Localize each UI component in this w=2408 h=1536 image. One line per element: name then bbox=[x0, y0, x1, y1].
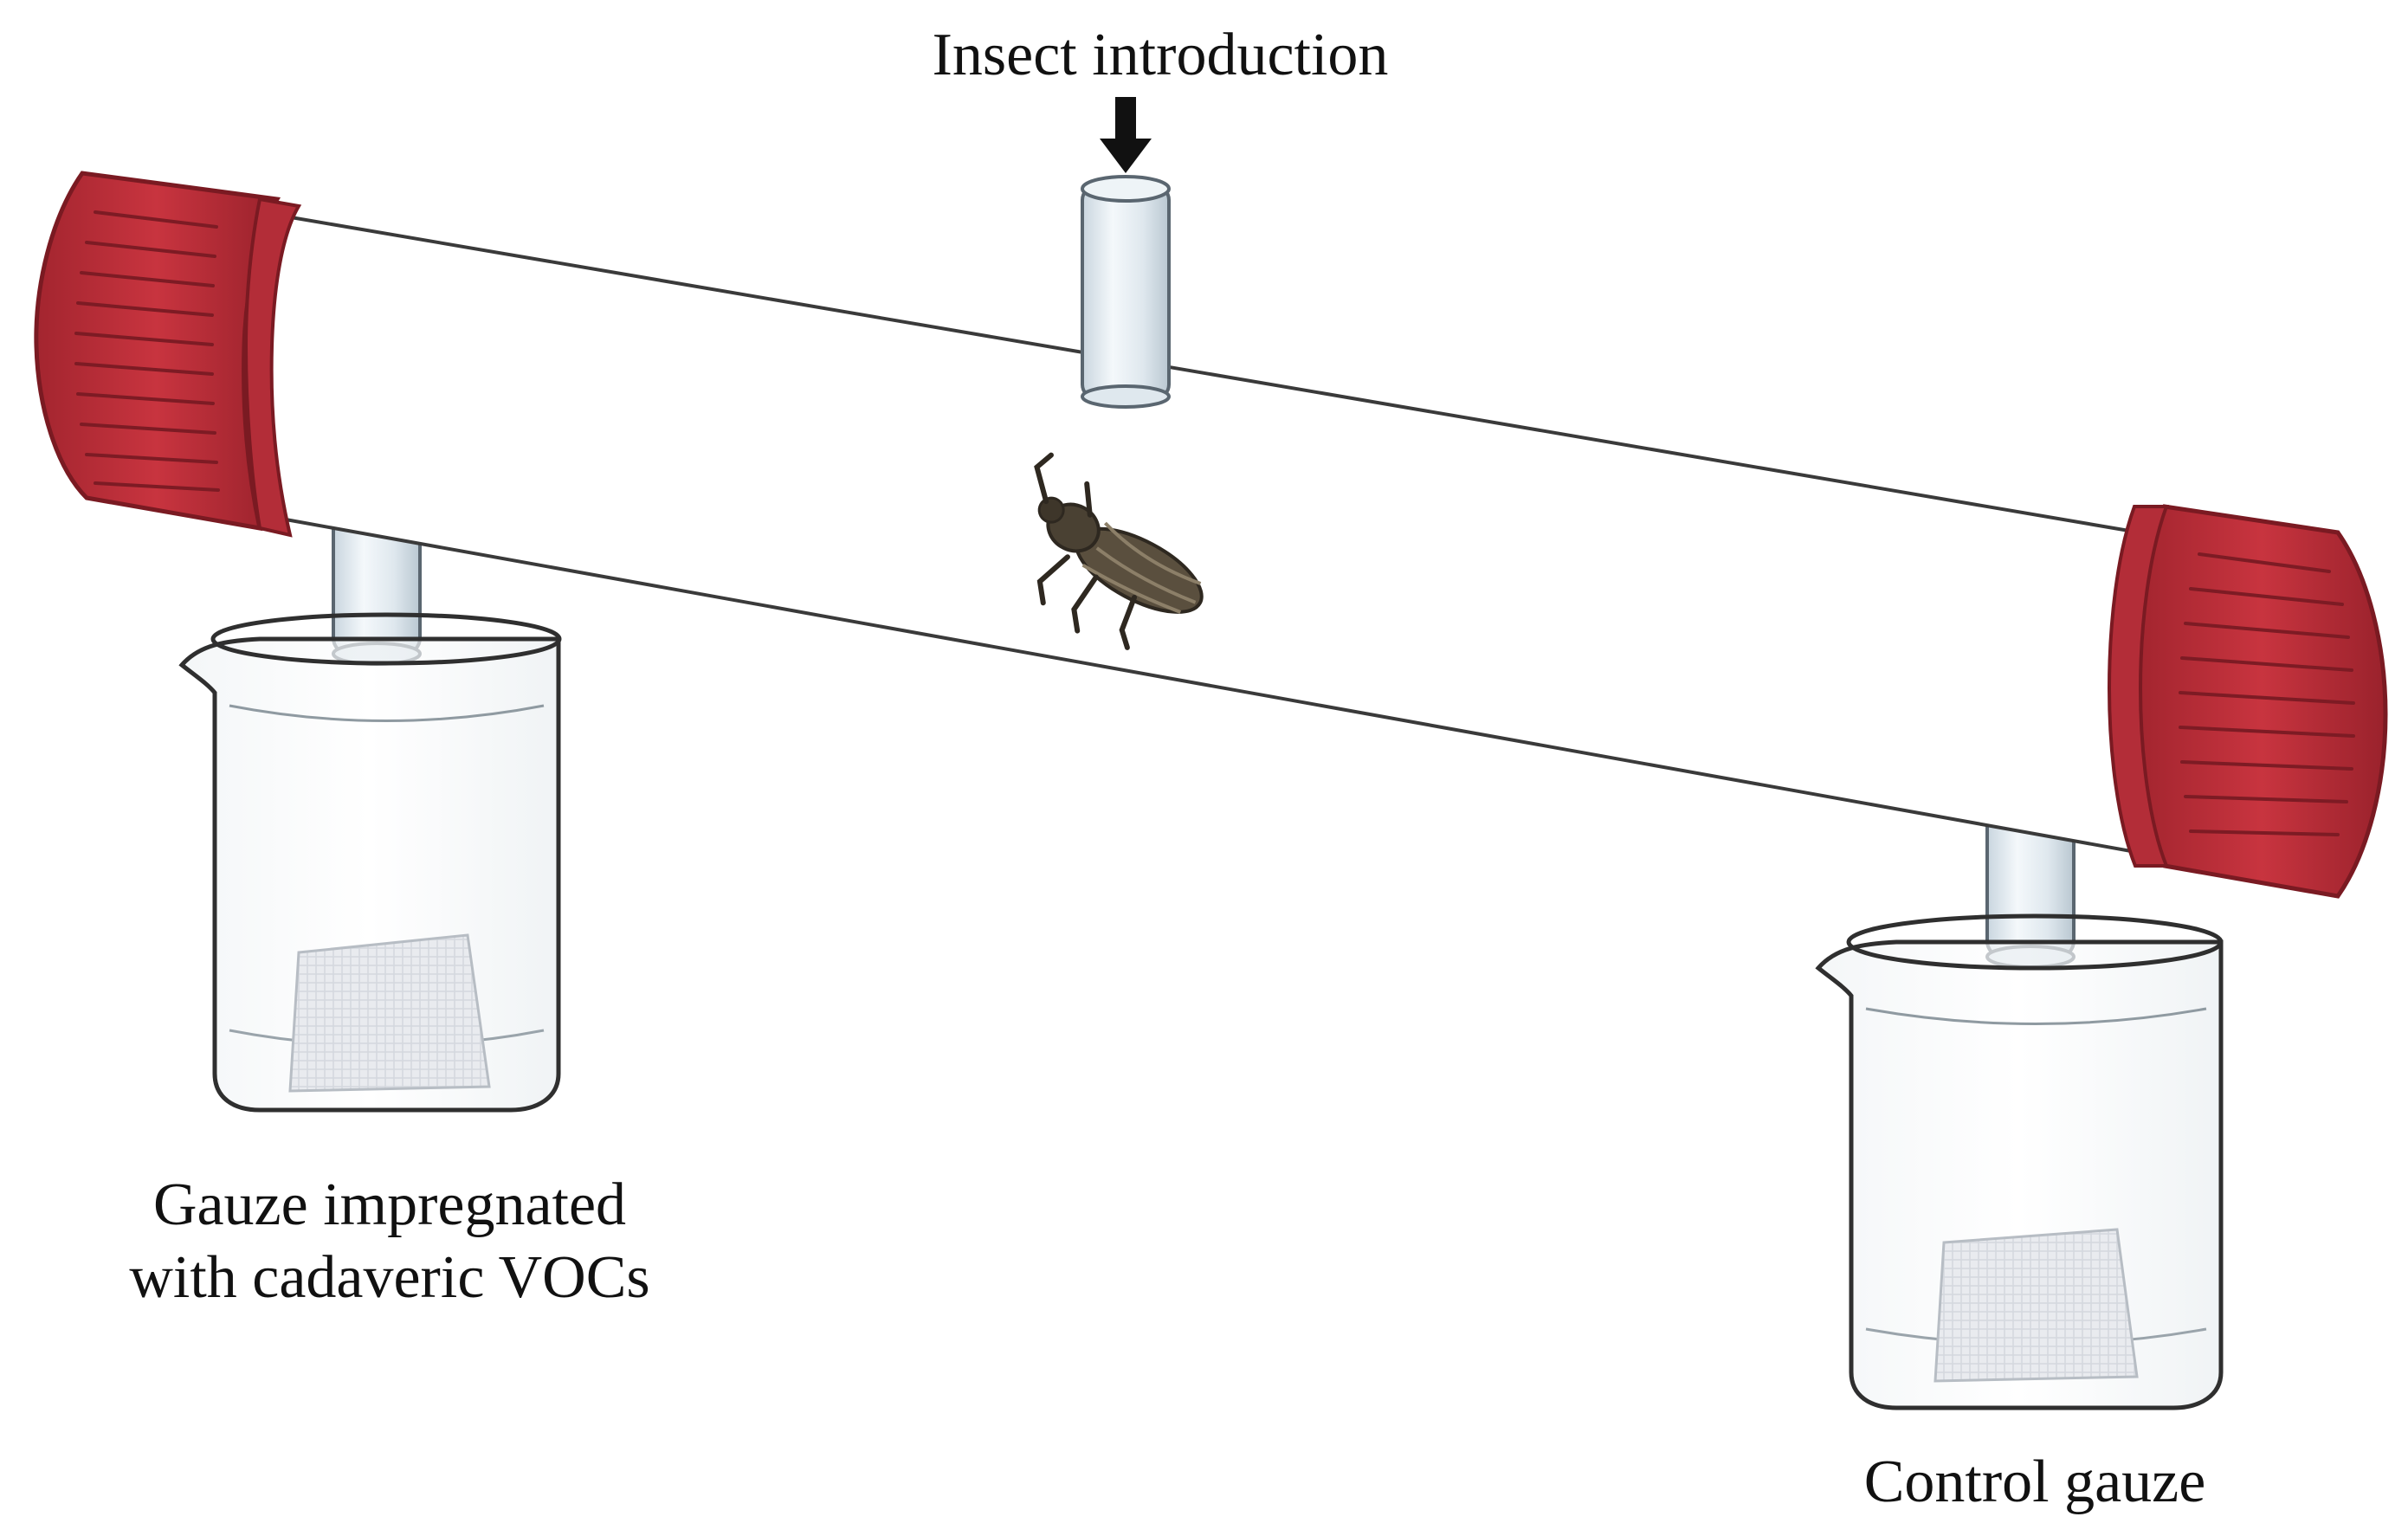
treated-gauze-label: Gauze impregnated with cadaveric VOCs bbox=[87, 1169, 693, 1314]
right-red-cap bbox=[2107, 504, 2388, 899]
control-gauze-text: Control gauze bbox=[1863, 1449, 2206, 1515]
control-gauze-label: Control gauze bbox=[1775, 1446, 2295, 1519]
insect-port bbox=[1081, 175, 1171, 409]
down-arrow-icon bbox=[1100, 97, 1152, 173]
insect-introduction-label: Insect introduction bbox=[857, 19, 1463, 92]
treated-gauze-line2: with cadaveric VOCs bbox=[129, 1244, 650, 1311]
beetle-icon bbox=[1034, 452, 1204, 650]
left-red-cap bbox=[34, 171, 302, 538]
main-tube bbox=[285, 215, 2166, 859]
treated-gauze bbox=[288, 933, 491, 1093]
treated-gauze-line1: Gauze impregnated bbox=[152, 1171, 627, 1238]
insect-introduction-text: Insect introduction bbox=[932, 22, 1389, 88]
control-gauze bbox=[1934, 1228, 2139, 1383]
